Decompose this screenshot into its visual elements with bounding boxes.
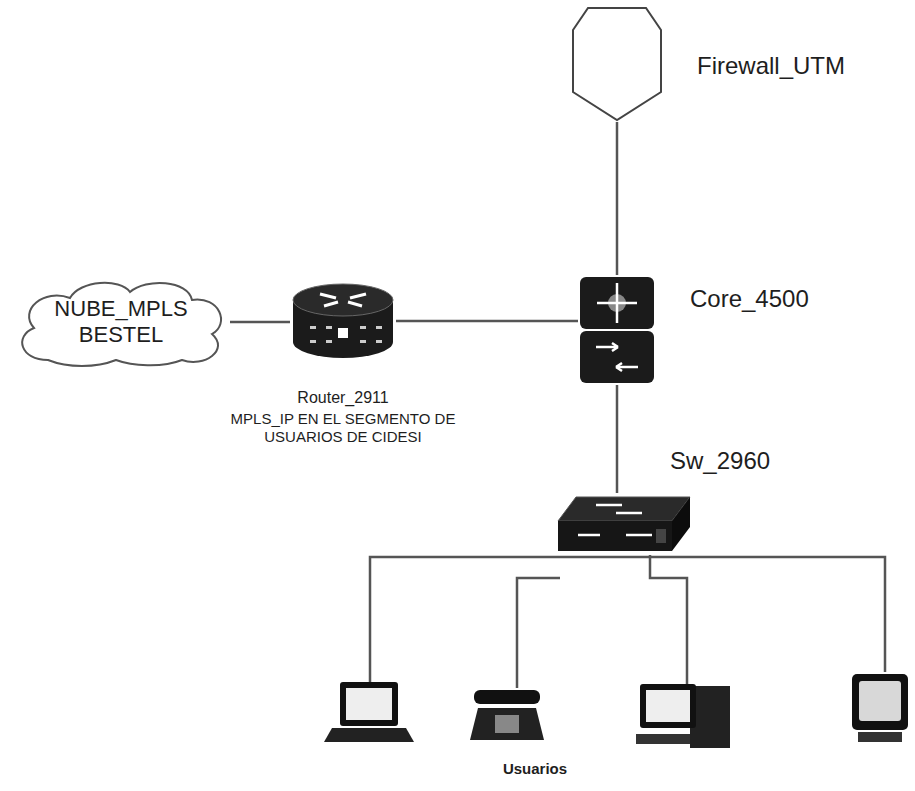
group-label: Usuarios [470, 760, 600, 778]
wire [650, 555, 687, 684]
switch-top [558, 497, 690, 521]
switch-arrow [596, 504, 622, 507]
firewall-outline [573, 8, 661, 120]
switch-symbol [556, 493, 692, 555]
core-symbol [578, 275, 656, 385]
pc-symbol [636, 684, 730, 748]
text-slot: Router_2911 [203, 388, 483, 407]
firewall-node: Firewall_UTM [571, 6, 663, 122]
router-port [376, 340, 382, 343]
phone-symbol [470, 690, 544, 740]
laptop-display [346, 688, 392, 720]
pc-monitor [640, 684, 696, 728]
core-arrow [616, 363, 622, 371]
monitor-base [858, 732, 902, 742]
phone-handset [474, 690, 540, 704]
router-arrow [348, 302, 362, 306]
router-port [360, 326, 366, 329]
node-label: NUBE_MPLS BESTEL [41, 296, 201, 349]
node-label: Core_4500 [690, 285, 850, 314]
network-link [616, 122, 619, 275]
core-lower [580, 331, 654, 383]
router-port [376, 326, 382, 329]
text-slot: Core_4500 [690, 285, 850, 314]
router-port [360, 340, 366, 343]
phone-body [470, 708, 544, 740]
text-slot: Firewall_UTM [697, 52, 887, 81]
laptop-symbol [324, 682, 414, 742]
router-node: Router_2911MPLS_IP EN EL SEGMENTO DE USU… [290, 280, 396, 362]
core-upper [580, 277, 654, 329]
router-arrow [350, 294, 366, 298]
node-label: Router_2911 [203, 388, 483, 407]
core-arrow [597, 302, 637, 305]
laptop-screen [340, 682, 398, 726]
router-port [326, 340, 332, 343]
wire [517, 578, 560, 688]
cloud-outline [22, 283, 221, 366]
router-led [338, 328, 348, 338]
firewall-symbol [571, 6, 663, 122]
router-port [310, 340, 316, 343]
router-symbol [290, 280, 396, 362]
wire [370, 557, 885, 682]
network-link [396, 320, 578, 323]
text-slot: MPLS_IP EN EL SEGMENTO DE USUARIOS DE CI… [203, 410, 483, 446]
cloud-node: NUBE_MPLS BESTEL [12, 278, 230, 366]
switch-front [558, 521, 672, 551]
laptop-base [324, 728, 414, 742]
network-link [230, 321, 290, 324]
router-port [310, 326, 316, 329]
router-port [326, 326, 332, 329]
monitor-case [852, 674, 908, 730]
core-arrow [612, 343, 618, 351]
switch-arrow [616, 512, 642, 515]
switch-node: Sw_2960 [556, 493, 692, 555]
text-slot: NUBE_MPLS BESTEL [41, 296, 201, 349]
core-node: Core_4500 [578, 275, 656, 385]
pc-display [646, 690, 690, 722]
monitor-symbol [852, 674, 908, 742]
node-note: MPLS_IP EN EL SEGMENTO DE USUARIOS DE CI… [203, 410, 483, 446]
node-label: Firewall_UTM [697, 52, 887, 81]
router-top [293, 284, 393, 316]
device-wires [370, 555, 885, 688]
switch-port [656, 529, 666, 543]
node-label: Sw_2960 [670, 447, 820, 476]
group-label-text: Usuarios [470, 760, 600, 778]
router-arrow [320, 294, 336, 298]
phone-keys [495, 715, 519, 733]
monitor-display [859, 681, 901, 721]
switch-arrow [578, 534, 600, 537]
pc-keyboard [636, 734, 690, 744]
text-slot: Sw_2960 [670, 447, 820, 476]
router-arrow [324, 302, 338, 306]
switch-arrow [626, 534, 652, 537]
network-link [616, 385, 619, 493]
switch-side [672, 497, 690, 551]
